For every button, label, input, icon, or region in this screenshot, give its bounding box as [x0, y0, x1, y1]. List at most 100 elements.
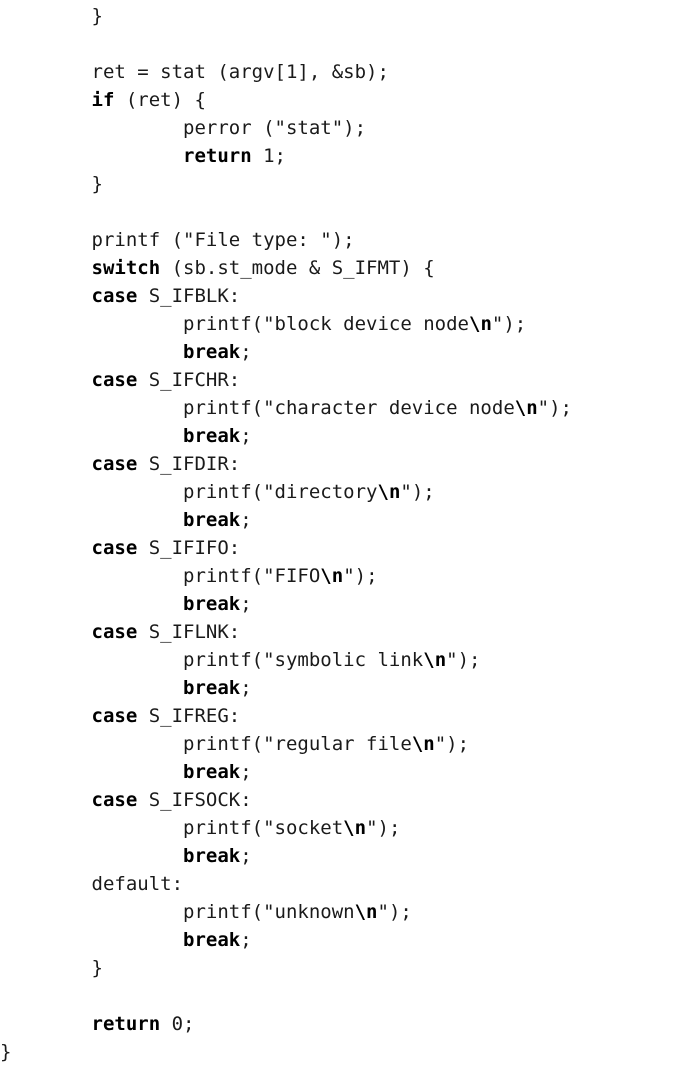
code-text: 1;	[251, 145, 286, 167]
code-text	[0, 593, 183, 615]
code-text: ;	[240, 845, 252, 867]
code-text	[0, 621, 92, 643]
code-keyword: case	[91, 621, 138, 643]
code-line: break;	[0, 506, 252, 534]
code-text: ;	[240, 509, 252, 531]
code-line: }	[0, 2, 103, 30]
code-text	[0, 425, 183, 447]
code-text: S_IFIFO:	[137, 537, 241, 559]
code-keyword: \n	[423, 649, 447, 671]
code-line: break;	[0, 338, 252, 366]
code-text: printf("symbolic link	[0, 649, 424, 671]
code-keyword: case	[91, 369, 138, 391]
code-text	[0, 1013, 92, 1035]
code-text	[0, 89, 92, 111]
code-text: printf("socket	[0, 817, 344, 839]
code-keyword: if	[91, 89, 115, 111]
code-text: ;	[240, 761, 252, 783]
code-line: }	[0, 1038, 11, 1066]
code-line: break;	[0, 590, 252, 618]
code-text	[0, 509, 183, 531]
code-line: case S_IFSOCK:	[0, 786, 252, 814]
code-keyword: \n	[320, 565, 344, 587]
code-line: }	[0, 170, 103, 198]
code-text: ");	[434, 733, 470, 755]
code-line: return 1;	[0, 142, 286, 170]
code-keyword: \n	[343, 817, 367, 839]
code-text: ;	[240, 677, 252, 699]
code-text: S_IFDIR:	[137, 453, 241, 475]
code-line: perror ("stat");	[0, 114, 366, 142]
code-text: ;	[240, 593, 252, 615]
code-text	[0, 929, 183, 951]
code-text: }	[0, 173, 103, 195]
code-keyword: break	[183, 509, 241, 531]
code-text	[0, 453, 92, 475]
code-keyword: switch	[91, 257, 161, 279]
code-text: }	[0, 1041, 12, 1063]
code-text: S_IFCHR:	[137, 369, 241, 391]
code-text: default:	[0, 873, 184, 895]
code-text: }	[0, 957, 103, 979]
code-text: ");	[400, 481, 435, 503]
code-keyword: \n	[411, 733, 435, 755]
code-text: printf("FIFO	[0, 565, 321, 587]
code-line: break;	[0, 422, 252, 450]
code-line: printf("block device node\n");	[0, 310, 526, 338]
code-text: (sb.st_mode & S_IFMT) {	[160, 257, 435, 279]
code-text	[0, 537, 92, 559]
code-text: 0;	[160, 1013, 195, 1035]
code-keyword: case	[91, 705, 138, 727]
code-text: printf("unknown	[0, 901, 355, 923]
code-text: printf ("File type: ");	[0, 229, 355, 251]
code-line: printf("socket\n");	[0, 814, 400, 842]
code-text	[0, 145, 183, 167]
code-keyword: return	[183, 145, 252, 167]
code-keyword: case	[91, 285, 138, 307]
code-text: printf("directory	[0, 481, 378, 503]
code-line: case S_IFIFO:	[0, 534, 241, 562]
code-keyword: break	[183, 593, 241, 615]
code-text	[0, 705, 92, 727]
code-line: printf("symbolic link\n");	[0, 646, 480, 674]
code-text: ");	[537, 397, 572, 419]
code-line: break;	[0, 842, 252, 870]
code-text	[0, 677, 183, 699]
code-text	[0, 845, 183, 867]
code-keyword: \n	[514, 397, 538, 419]
code-line: default:	[0, 870, 184, 898]
code-keyword: break	[183, 341, 241, 363]
code-line: printf("unknown\n");	[0, 898, 412, 926]
code-text: ;	[240, 425, 252, 447]
code-keyword: return	[91, 1013, 161, 1035]
code-text: }	[0, 5, 103, 27]
code-text: printf("character device node	[0, 397, 515, 419]
code-text: (ret) {	[114, 89, 206, 111]
code-line: case S_IFREG:	[0, 702, 241, 730]
code-keyword: break	[183, 425, 241, 447]
code-text	[0, 257, 92, 279]
code-text: S_IFSOCK:	[137, 789, 252, 811]
code-line: case S_IFDIR:	[0, 450, 241, 478]
code-text: S_IFBLK:	[137, 285, 241, 307]
code-text: ;	[240, 929, 252, 951]
code-line: ret = stat (argv[1], &sb);	[0, 58, 389, 86]
code-keyword: case	[91, 453, 138, 475]
code-text: S_IFLNK:	[137, 621, 241, 643]
code-keyword: \n	[469, 313, 492, 335]
code-text: ");	[377, 901, 412, 923]
code-text	[0, 285, 92, 307]
code-text: ");	[446, 649, 481, 671]
code-line: printf("regular file\n");	[0, 730, 469, 758]
code-text: perror ("stat");	[0, 117, 367, 139]
code-keyword: break	[183, 677, 241, 699]
code-line: break;	[0, 758, 252, 786]
code-line: switch (sb.st_mode & S_IFMT) {	[0, 254, 435, 282]
code-keyword: break	[183, 845, 241, 867]
code-text	[0, 789, 92, 811]
code-line: }	[0, 954, 103, 982]
code-text: printf("block device node	[0, 313, 469, 335]
code-line: case S_IFLNK:	[0, 618, 241, 646]
code-line: printf("directory\n");	[0, 478, 435, 506]
